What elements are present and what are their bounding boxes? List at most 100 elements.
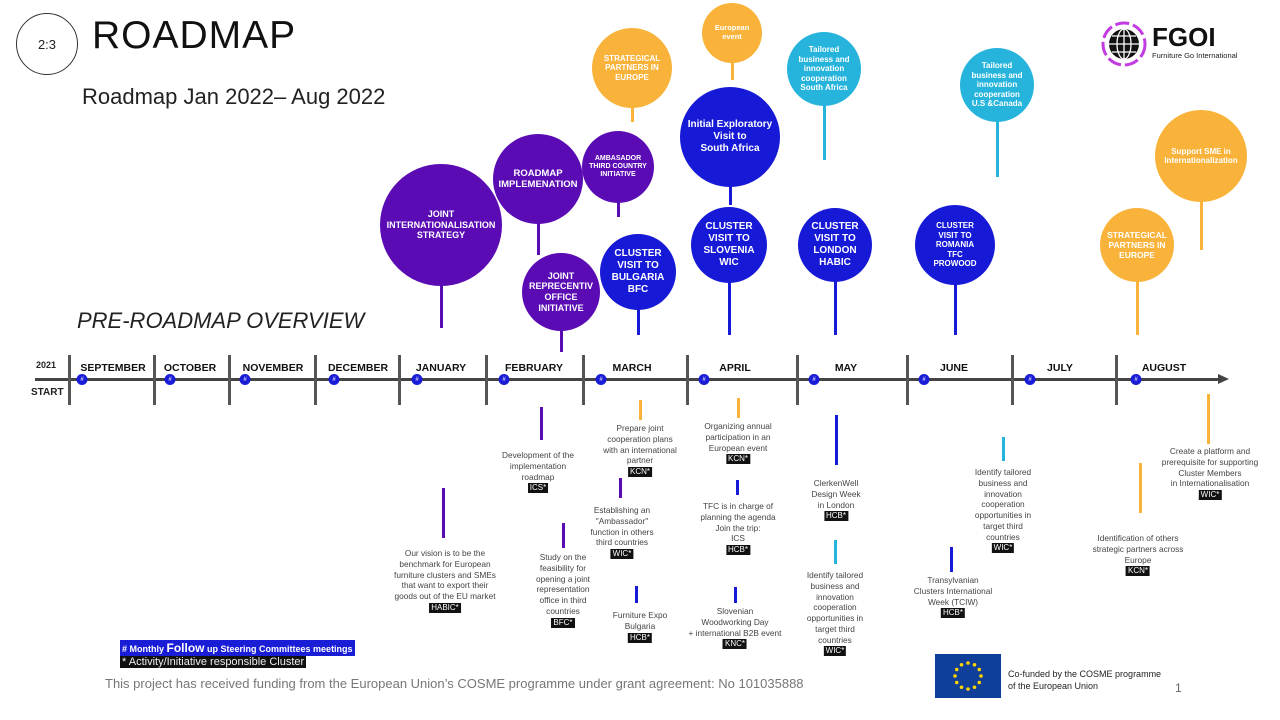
eu-cofunded-text: Co-funded by the COSME programme of the … xyxy=(1008,668,1161,692)
milestone-stem xyxy=(953,245,957,335)
month-label: AUGUST xyxy=(1141,362,1187,374)
responsible-cluster-tag: HCB* xyxy=(725,545,751,556)
responsible-cluster-tag: BFC* xyxy=(551,617,575,628)
milestone-bubble: CLUSTER VISIT TO LONDON HABIC xyxy=(798,208,872,282)
activity-text: Study on the feasibility for opening a j… xyxy=(536,552,590,616)
section-title: PRE-ROADMAP OVERVIEW xyxy=(77,308,365,333)
responsible-cluster-tag: HCB* xyxy=(627,632,653,643)
eu-line-1: Co-funded by the COSME programme xyxy=(1008,669,1162,679)
responsible-cluster-tag: ICS* xyxy=(527,483,549,494)
activity-text: Slovenian Woodworking Day + internationa… xyxy=(688,606,782,638)
logo-tagline: Furniture Go International xyxy=(1152,51,1238,60)
responsible-cluster-tag: KNC* xyxy=(722,639,748,650)
month-divider xyxy=(397,355,401,405)
responsible-cluster-tag: WIC* xyxy=(991,543,1015,554)
milestone-bubble: STRATEGICAL PARTNERS IN EUROPE xyxy=(592,28,672,108)
page-subtitle: Roadmap Jan 2022– Aug 2022 xyxy=(82,84,386,109)
monthly-meeting-marker: # xyxy=(698,374,710,385)
monthly-meeting-marker: # xyxy=(808,374,820,385)
timeline-axis xyxy=(35,378,1220,381)
eu-flag-icon xyxy=(935,654,1001,698)
activity-text: Organizing annual participation in an Eu… xyxy=(704,421,772,453)
milestone-bubble: JOINT REPRECENTIV OFFICE INITIATIVE xyxy=(522,253,600,331)
monthly-meeting-marker: # xyxy=(239,374,251,385)
activity-text: Prepare joint cooperation plans with an … xyxy=(603,423,677,466)
monthly-meeting-marker: # xyxy=(328,374,340,385)
activity-text: Identification of others strategic partn… xyxy=(1092,533,1184,565)
page-indicator: 2:3 xyxy=(16,13,78,75)
responsible-cluster-tag: KCN* xyxy=(1125,566,1150,577)
activity-item: Identification of others strategic partn… xyxy=(1092,533,1184,577)
milestone-bubble: AMBASADOR THIRD COUNTRY INITIATIVE xyxy=(582,131,654,203)
activity-connector xyxy=(1001,437,1005,461)
milestone-bubble: STRATEGICAL PARTNERS IN EUROPE xyxy=(1100,208,1174,282)
month-label: MAY xyxy=(834,362,858,374)
activity-text: Identify tailored business and innovatio… xyxy=(806,570,864,645)
monthly-meeting-marker: # xyxy=(164,374,176,385)
month-label: SEPTEMBER xyxy=(80,362,146,374)
activity-item: Prepare joint cooperation plans with an … xyxy=(603,423,677,478)
monthly-meeting-marker: # xyxy=(595,374,607,385)
month-divider xyxy=(905,355,909,405)
legend-monthly-prefix: # Monthly xyxy=(122,644,164,654)
activity-item: Organizing annual participation in an Eu… xyxy=(704,421,772,465)
milestone-stem xyxy=(1199,156,1203,250)
activity-text: Identify tailored business and innovatio… xyxy=(974,467,1032,542)
month-label: JUNE xyxy=(939,362,969,374)
milestone-bubble: CLUSTER VISIT TO ROMANIA TFC PROWOOD xyxy=(915,205,995,285)
milestone-bubble: JOINT INTERNATIONALISATION STRATEGY xyxy=(380,164,502,286)
month-divider xyxy=(313,355,317,405)
activity-item: Study on the feasibility for opening a j… xyxy=(536,552,590,628)
milestone-bubble: Support SME in Internationalization xyxy=(1155,110,1247,202)
milestone-bubble: Tailored business and innovation coopera… xyxy=(960,48,1034,122)
month-label: MARCH xyxy=(612,362,652,374)
milestone-bubble: Tailored business and innovation coopera… xyxy=(787,32,861,106)
activity-item: Identify tailored business and innovatio… xyxy=(974,467,1032,554)
activity-text: Create a platform and prerequisite for s… xyxy=(1161,446,1259,489)
month-divider xyxy=(795,355,799,405)
timeline-arrow-icon xyxy=(1218,374,1229,384)
activity-text: TFC is in charge of planning the agenda … xyxy=(700,501,776,544)
month-label: NOVEMBER xyxy=(242,362,304,374)
legend-responsible-cluster: * Activity/Initiative responsible Cluste… xyxy=(120,656,307,668)
monthly-meeting-marker: # xyxy=(498,374,510,385)
activity-item: Transylvanian Clusters International Wee… xyxy=(913,575,993,619)
responsible-cluster-tag: WIC* xyxy=(610,549,634,560)
milestone-bubble: CLUSTER VISIT TO BULGARIA BFC xyxy=(600,234,676,310)
activity-item: Slovenian Woodworking Day + internationa… xyxy=(688,606,782,650)
activity-text: Our vision is to be the benchmark for Eu… xyxy=(394,548,496,602)
milestone-stem xyxy=(727,245,731,335)
activity-item: Create a platform and prerequisite for s… xyxy=(1161,446,1259,501)
milestone-stem xyxy=(1135,245,1139,335)
responsible-cluster-tag: HABIC* xyxy=(429,602,461,613)
milestone-bubble: Initial Exploratory Visit to South Afric… xyxy=(680,87,780,187)
responsible-cluster-tag: HCB* xyxy=(940,608,965,619)
responsible-cluster-tag: WIC* xyxy=(823,646,847,657)
page-number: 1 xyxy=(1175,681,1182,695)
legend-monthly-suffix: up Steering Committees meetings xyxy=(207,644,353,654)
month-divider xyxy=(581,355,585,405)
month-label: JULY xyxy=(1047,362,1073,374)
responsible-cluster-tag: WIC* xyxy=(1198,490,1222,501)
month-divider xyxy=(1010,355,1014,405)
activity-item: Identify tailored business and innovatio… xyxy=(806,570,864,657)
monthly-meeting-marker: # xyxy=(411,374,423,385)
month-divider xyxy=(685,355,689,405)
milestone-bubble: CLUSTER VISIT TO SLOVENIA WIC xyxy=(691,207,767,283)
milestone-stem xyxy=(833,245,837,335)
activity-text: Transylvanian Clusters International Wee… xyxy=(913,575,993,607)
activity-text: Establishing an "Ambassador" function in… xyxy=(590,505,654,548)
milestone-bubble: ROADMAP IMPLEMENATION xyxy=(493,134,583,224)
activity-connector xyxy=(735,480,739,495)
activity-item: Establishing an "Ambassador" function in… xyxy=(590,505,654,560)
activity-connector xyxy=(733,587,737,603)
legend-monthly-meetings: # Monthly Follow up Steering Committees … xyxy=(120,640,355,656)
monthly-meeting-marker: # xyxy=(918,374,930,385)
activity-connector xyxy=(949,547,953,572)
activity-connector xyxy=(539,407,543,440)
activity-connector xyxy=(736,398,740,418)
month-divider xyxy=(227,355,231,405)
month-divider xyxy=(67,355,71,405)
responsible-cluster-tag: HCB* xyxy=(823,511,849,522)
